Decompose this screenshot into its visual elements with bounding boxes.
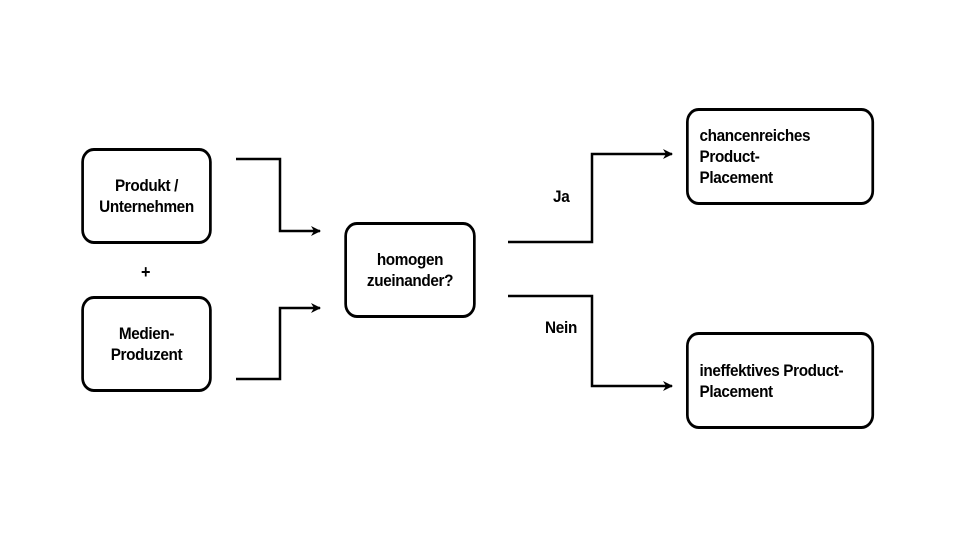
node-chance-line-1: chancenreiches Product- bbox=[699, 126, 811, 166]
node-ineff-line-2: Placement bbox=[699, 381, 774, 401]
node-decision-homogeneous: homogen zueinander? bbox=[344, 222, 476, 318]
arrow-yes-to-chance bbox=[508, 149, 673, 244]
node-product-company: Produkt / Unternehmen bbox=[81, 148, 212, 244]
plus-connector: + bbox=[141, 262, 151, 282]
node-media-line-2: Produzent bbox=[110, 345, 183, 364]
node-product-line-2: Unternehmen bbox=[99, 197, 194, 216]
node-media-line-1: Medien- bbox=[118, 324, 175, 343]
arrow-product-to-homogen bbox=[236, 157, 321, 236]
node-promising-placement: chancenreiches Product- Placement bbox=[686, 108, 875, 205]
node-ineffective-placement: ineffektives Product- Placement bbox=[686, 332, 875, 429]
arrow-no-to-ineffective bbox=[508, 294, 673, 391]
edge-label-yes: Ja bbox=[553, 187, 570, 206]
edge-label-no: Nein bbox=[545, 318, 578, 337]
node-chance-line-2: Placement bbox=[699, 168, 774, 187]
node-homogen-line-2: zueinander? bbox=[366, 271, 454, 290]
node-media-producer: Medien- Produzent bbox=[81, 296, 212, 392]
node-product-line-1: Produkt / bbox=[114, 176, 179, 195]
node-ineff-line-1: ineffektives Product- bbox=[699, 360, 844, 380]
arrow-media-to-homogen bbox=[236, 303, 321, 381]
node-homogen-line-1: homogen bbox=[376, 250, 444, 269]
